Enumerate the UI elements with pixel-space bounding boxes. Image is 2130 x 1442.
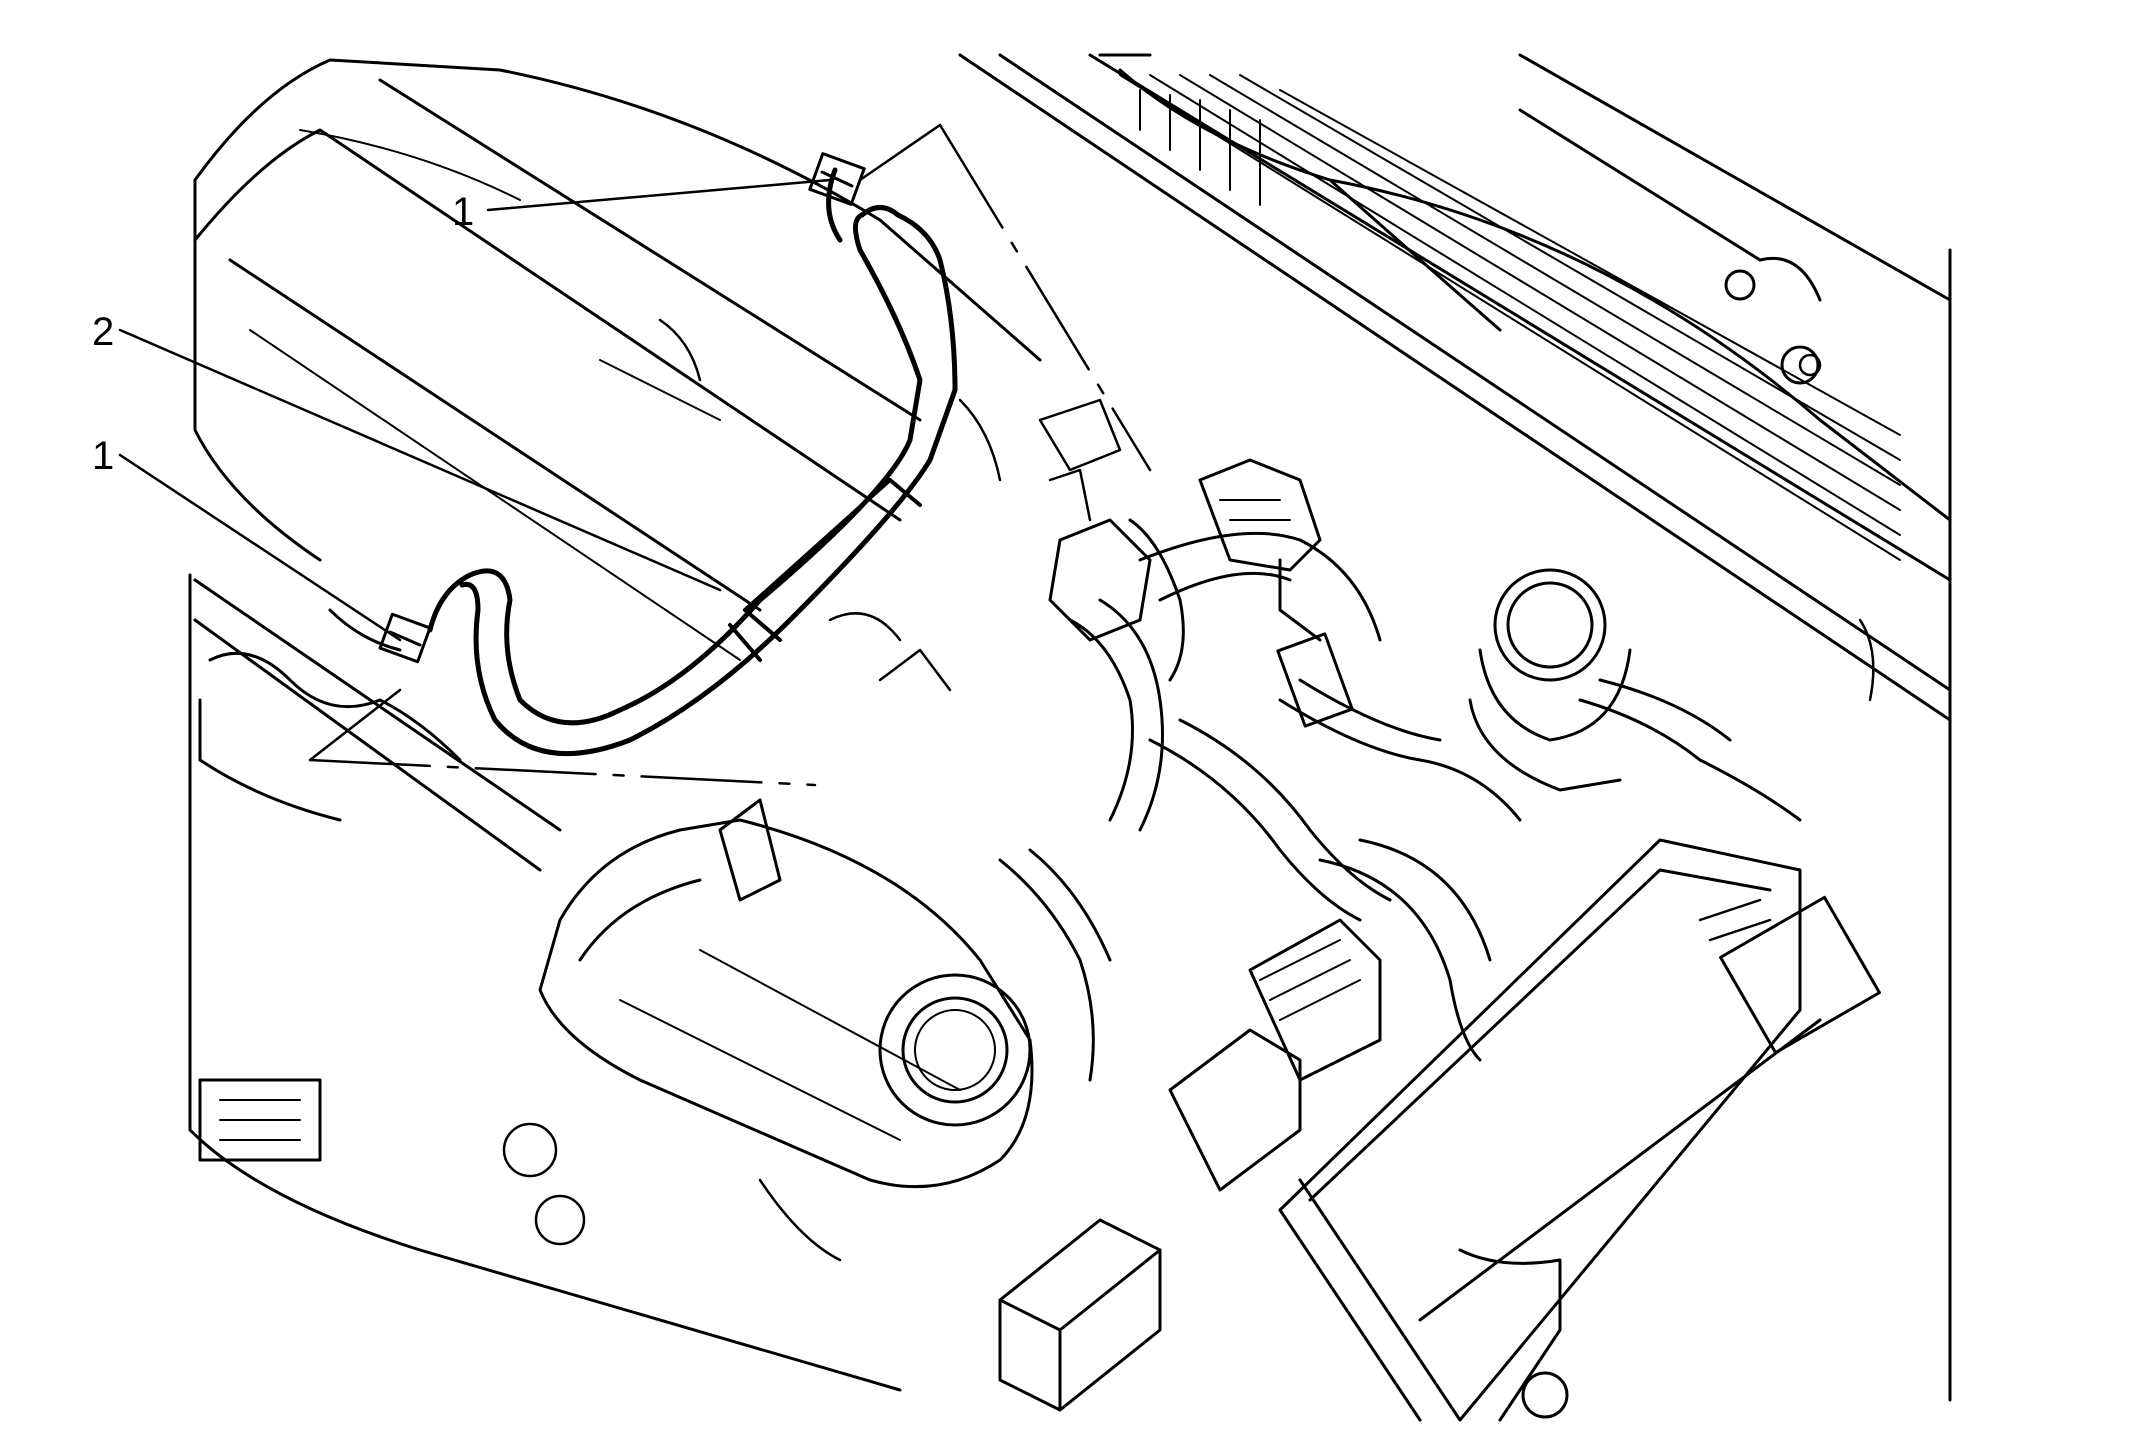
callout-label-1-upper: 1 (452, 190, 475, 234)
leader-line-lower-1 (118, 453, 402, 642)
callout-label-1-lower: 1 (92, 434, 115, 478)
coolant-reservoir (538, 798, 1034, 1189)
relay-modules (998, 918, 1382, 1412)
engine-details (502, 318, 1875, 1262)
evap-hose (427, 167, 958, 757)
leader-line-2 (118, 328, 722, 592)
reservoir-cap (878, 973, 1032, 1127)
purge-solenoid (1048, 458, 1354, 728)
illustration-frame (188, 53, 1952, 1402)
bracket-line-upper (858, 123, 1152, 472)
fuel-rail-area (193, 578, 562, 1162)
bracket-line-lower (308, 688, 817, 787)
hose-connector-lower (378, 612, 432, 664)
leader-line-upper-1 (486, 178, 832, 212)
grille-mesh (1119, 74, 1901, 561)
leader-lines (118, 123, 1152, 787)
engine-cover (193, 58, 1042, 661)
battery-box (1278, 838, 1881, 1422)
hose-connector-upper (808, 152, 866, 206)
wiring-harness (998, 531, 1802, 1082)
callout-label-2: 2 (92, 310, 115, 354)
brake-fluid-reservoir (1468, 568, 1632, 792)
hose-sleeve (728, 478, 922, 662)
cowl-grille (958, 53, 1952, 722)
